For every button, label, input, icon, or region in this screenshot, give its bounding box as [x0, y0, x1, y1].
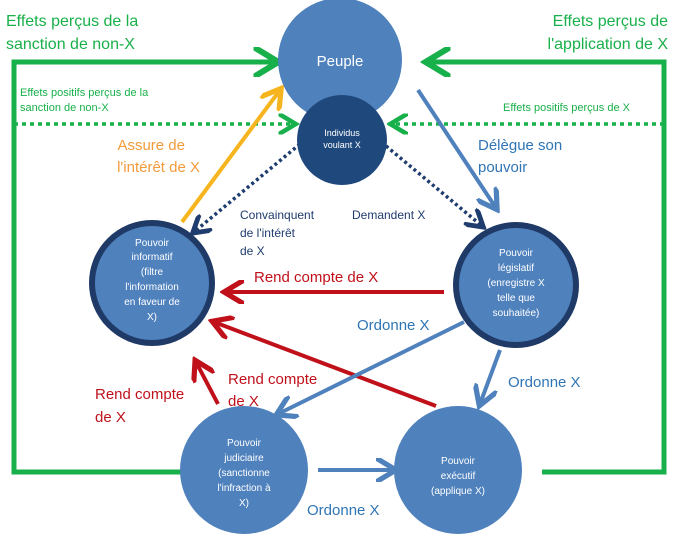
green-loop-left	[11, 62, 276, 475]
judiciaire-label-2: judiciaire	[223, 453, 264, 464]
delegue-1: Délègue son	[478, 137, 562, 154]
arrow-delegue	[416, 88, 496, 208]
green-labels: Effets perçus de la sanction de non-X Ef…	[6, 13, 668, 114]
effets-pos-x: Effets positifs perçus de X	[503, 102, 631, 114]
rend-compte-1: Rend compte de X	[254, 269, 378, 286]
node-executif	[394, 406, 522, 534]
individus-label-1: Individus	[324, 128, 360, 138]
informatif-label-6: X)	[147, 312, 157, 323]
navy-labels: Convainquent de l'intérêt de X Demandent…	[240, 208, 425, 258]
arrow-assure	[180, 90, 280, 224]
legislatif-label-5: souhaitée)	[493, 308, 540, 319]
assure-1: Assure de	[117, 137, 185, 154]
arrow-convainquent	[194, 142, 302, 232]
legislatif-label-2: législatif	[498, 263, 534, 274]
node-peuple	[278, 0, 402, 122]
convainquent-2: de l'intérêt	[240, 226, 296, 240]
effets-app-x-1: Effets perçus de	[553, 13, 668, 30]
arrow-rend-compte-executif	[214, 322, 437, 408]
green-loop-right	[428, 62, 667, 475]
informatif-label-3: (filtre	[141, 267, 164, 278]
ordonne-2: Ordonne X	[508, 374, 581, 391]
executif-label-1: Pouvoir	[441, 456, 476, 467]
rend-compte-2-1: Rend compte	[95, 386, 184, 403]
convainquent-3: de X	[240, 244, 265, 258]
informatif-label-5: en faveur de	[124, 297, 180, 308]
red-labels: Rend compte de X Rend compte de X Rend c…	[95, 269, 378, 426]
peuple-label: Peuple	[317, 53, 364, 70]
delegue-2: pouvoir	[478, 159, 527, 176]
judiciaire-label-1: Pouvoir	[227, 438, 262, 449]
effets-non-x-1: Effets perçus de la	[6, 13, 138, 30]
node-texts: Peuple Individus voulant X Pouvoir infor…	[124, 53, 545, 509]
arrow-ordonne-legislatif-judiciaire	[278, 320, 465, 414]
ordonne-3: Ordonne X	[307, 502, 380, 519]
judiciaire-label-4: l'infraction à	[217, 483, 270, 494]
orange-labels: Assure de l'intérêt de X	[117, 137, 200, 176]
assure-2: l'intérêt de X	[117, 159, 200, 176]
node-judiciaire	[180, 406, 308, 534]
rend-compte-3-2: de X	[228, 393, 259, 410]
effets-app-x-2: l'application de X	[548, 36, 669, 53]
judiciaire-label-5: X)	[239, 498, 249, 509]
convainquent-1: Convainquent	[240, 208, 315, 222]
effets-pos-non-x-2: sanction de non-X	[20, 102, 109, 114]
legislatif-label-4: telle que	[497, 293, 535, 304]
ordonne-1: Ordonne X	[357, 317, 430, 334]
legislatif-label-3: (enregistre X	[487, 278, 545, 289]
executif-label-3: (applique X)	[431, 486, 485, 497]
informatif-label-4: l'information	[125, 282, 179, 293]
arrow-ordonne-legislatif-executif	[480, 349, 502, 404]
rend-compte-3-1: Rend compte	[228, 371, 317, 388]
effets-pos-non-x-1: Effets positifs perçus de la	[20, 87, 149, 99]
legislatif-label-1: Pouvoir	[499, 248, 534, 259]
rend-compte-2-2: de X	[95, 409, 126, 426]
node-informatif	[89, 220, 215, 346]
judiciaire-label-3: (sanctionne	[218, 468, 270, 479]
individus-label-2: voulant X	[323, 140, 361, 150]
arrow-rend-compte-judiciaire	[196, 362, 220, 405]
blue-labels: Délègue son pouvoir Ordonne X Ordonne X …	[307, 137, 581, 519]
informatif-label-1: Pouvoir	[135, 238, 170, 249]
executif-label-2: exécutif	[441, 471, 476, 482]
node-legislatif	[453, 222, 579, 348]
demandent: Demandent X	[352, 208, 425, 222]
informatif-label-2: informatif	[131, 252, 172, 263]
node-individus	[297, 95, 387, 185]
effets-non-x-2: sanction de non-X	[6, 36, 135, 53]
arrow-demandent	[384, 144, 482, 226]
